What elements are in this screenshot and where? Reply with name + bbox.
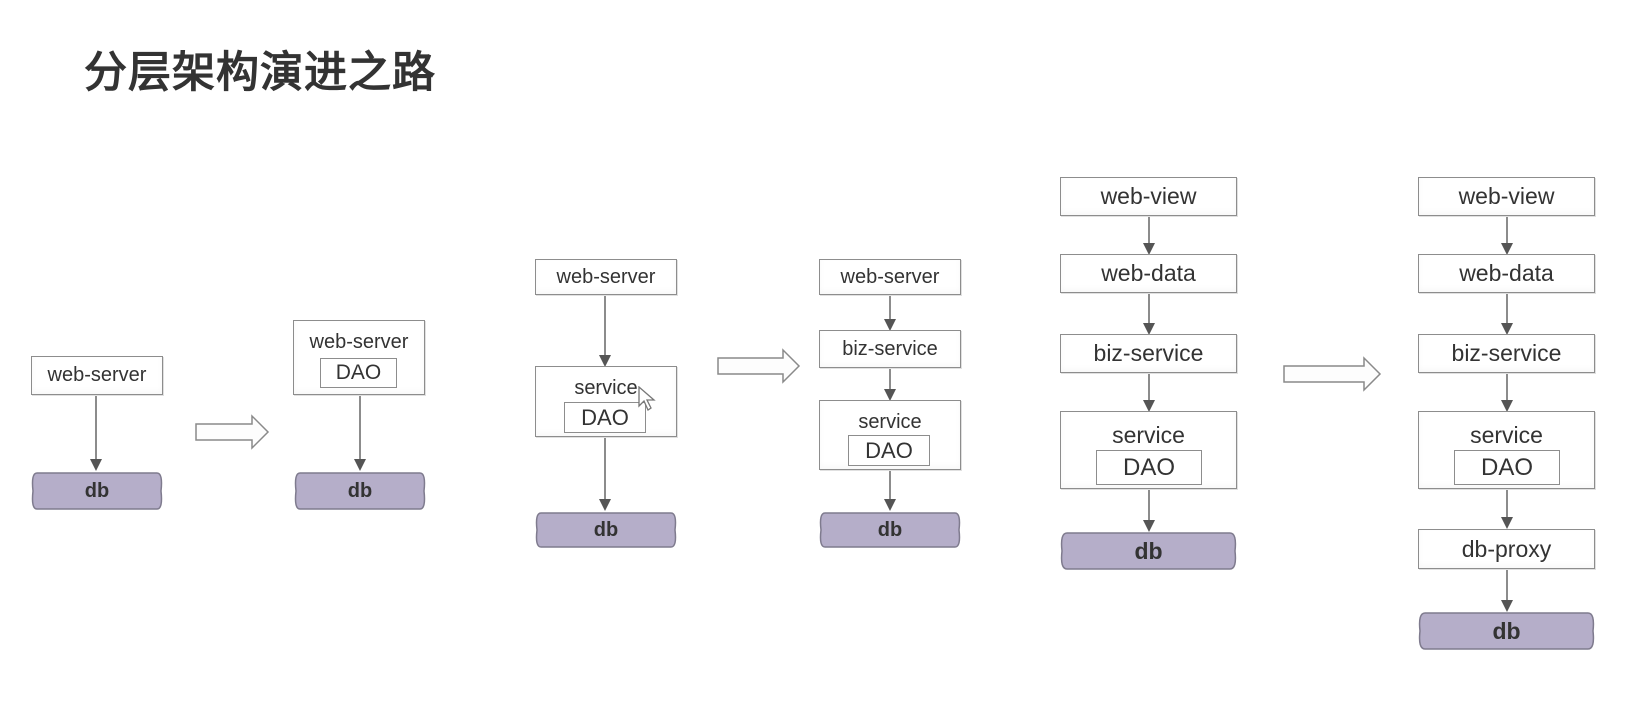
s2-web-server-box: web-server DAO [293,320,425,395]
s5-web-view-label: web-view [1100,183,1197,209]
s3-service-box: service DAO [535,366,677,437]
s5-dao-box: DAO [1096,450,1202,485]
s2-dao-box: DAO [320,358,397,388]
s6-db-label: db [1492,617,1521,644]
s4-web-server-box: web-server [819,259,961,295]
s4-service-box: service DAO [819,400,961,470]
mouse-cursor-icon [638,386,656,411]
s6-web-data-label: web-data [1459,260,1554,286]
s1-db-label: db [84,479,110,502]
s1-web-server-label: web-server [47,364,147,386]
s6-service-box: service DAO [1418,411,1595,489]
transition-arrow-1 [195,414,270,450]
s6-biz-service-label: biz-service [1451,340,1562,366]
s6-dao-label: DAO [1480,453,1533,481]
s6-web-data-box: web-data [1418,254,1595,293]
s2-db-cylinder: db [294,471,426,511]
s3-dao-label: DAO [581,404,629,430]
s5-db-cylinder: db [1060,531,1237,571]
s6-service-label: service [1470,422,1543,448]
s6-db-proxy-label: db-proxy [1461,535,1552,562]
s4-biz-service-box: biz-service [819,330,961,368]
s5-web-data-box: web-data [1060,254,1237,293]
transition-arrow-3 [1283,356,1382,392]
transition-arrow-2 [717,348,801,384]
s5-dao-label: DAO [1122,453,1175,481]
s6-db-proxy-box: db-proxy [1418,529,1595,569]
s2-dao-label: DAO [335,361,382,384]
s4-web-server-label: web-server [840,265,940,288]
s6-db-cylinder: db [1418,611,1595,651]
s6-dao-box: DAO [1454,450,1560,485]
s3-db-cylinder: db [535,511,677,549]
s4-biz-service-label: biz-service [842,337,938,360]
s5-biz-service-box: biz-service [1060,334,1237,373]
s3-web-server-label: web-server [556,265,656,288]
s6-web-view-label: web-view [1458,183,1555,209]
s6-biz-service-box: biz-service [1418,334,1595,373]
s3-db-label: db [593,518,619,541]
s5-db-label: db [1134,537,1163,564]
s3-web-server-box: web-server [535,259,677,295]
s4-db-label: db [877,518,903,541]
s2-web-server-label: web-server [309,331,409,353]
s5-web-view-box: web-view [1060,177,1237,216]
s2-db-label: db [347,479,373,502]
s5-service-box: service DAO [1060,411,1237,489]
s4-service-label: service [858,411,922,433]
s4-dao-label: DAO [865,437,913,463]
s3-dao-box: DAO [564,402,646,433]
page-title: 分层架构演进之路 [84,48,436,98]
s5-biz-service-label: biz-service [1093,340,1204,366]
s5-service-label: service [1112,422,1185,448]
s4-db-cylinder: db [819,511,961,549]
s1-db-cylinder: db [31,471,163,511]
s3-service-label: service [574,377,638,399]
s4-dao-box: DAO [848,435,930,466]
s5-web-data-label: web-data [1101,260,1196,286]
s6-web-view-box: web-view [1418,177,1595,216]
s1-web-server-box: web-server [31,356,163,395]
